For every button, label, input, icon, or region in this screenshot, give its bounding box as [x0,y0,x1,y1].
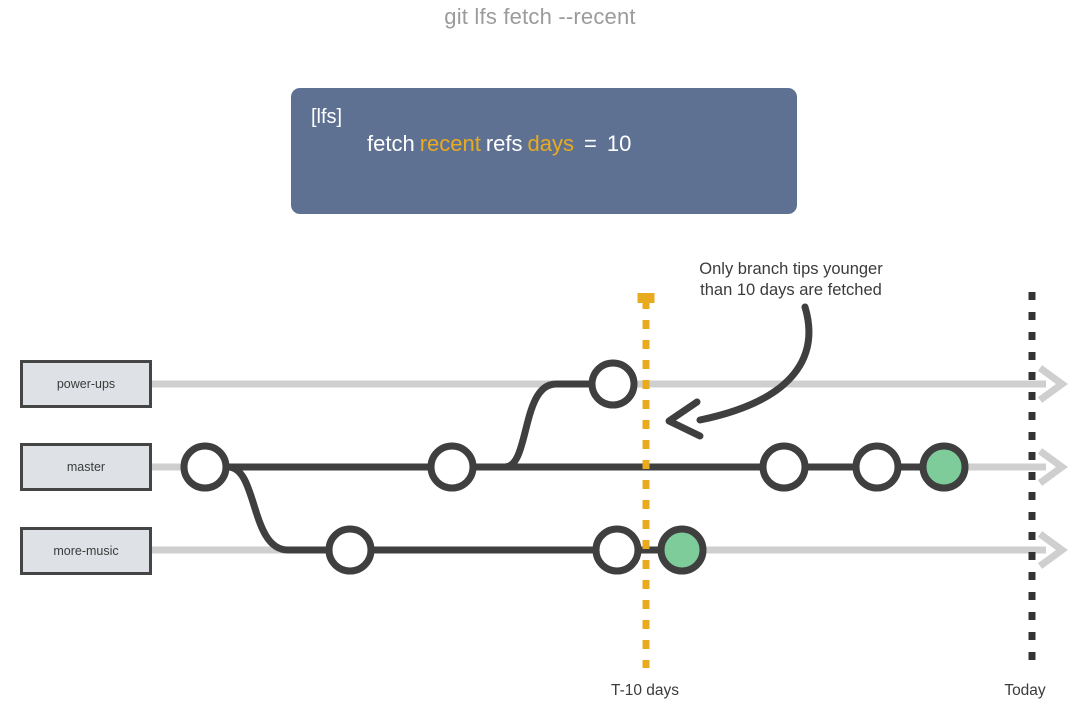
config-value-token: 10 [606,131,632,156]
timeline-arrowheads [1037,365,1068,569]
page-title: git lfs fetch --recent [444,4,636,29]
config-fetch-token: fetch [367,131,415,156]
branch-label-more-music: more-music [20,527,152,575]
axis-label-today: Today [1004,682,1046,699]
arrowhead-power-ups-icon [1037,365,1068,403]
config-refs-token: refs [485,131,523,156]
commit-node-fetched[interactable] [919,442,969,492]
commit-node-fetched[interactable] [657,525,707,575]
config-recent-token: recent [419,131,481,156]
config-equals-token: = [584,131,597,156]
commit-node[interactable] [588,359,638,409]
commit-node[interactable] [325,525,375,575]
commit-nodes-master [180,442,969,492]
annotation-arrow-curve [696,303,813,424]
branch-label-text: power-ups [56,377,116,391]
branch-label-text: master [66,460,106,474]
branch-label-power-ups: power-ups [20,360,152,408]
arrowhead-more-music-icon [1037,531,1068,569]
more-music-fork-curve [227,463,355,554]
commit-node[interactable] [759,442,809,492]
branch-label-master: master [20,443,152,491]
active-branch-lines [205,380,962,554]
annotation-arrowhead-icon [665,398,704,440]
annotation-line-1: Only branch tips younger [699,260,883,278]
annotation-arrow [665,303,813,440]
annotation-line-2: than 10 days are fetched [700,281,882,299]
annotation-text: Only branch tips younger than 10 days ar… [660,259,922,301]
commit-node[interactable] [427,442,477,492]
commit-nodes-more-music [325,525,707,575]
arrowhead-master-icon [1037,448,1068,486]
config-days-token: days [527,131,575,156]
axis-label-cutoff: T-10 days [610,682,680,699]
branch-label-text: more-music [53,544,119,558]
commit-node[interactable] [852,442,902,492]
commit-node[interactable] [592,525,642,575]
commit-node[interactable] [180,442,230,492]
commit-nodes-power-ups [588,359,638,409]
config-section-header: [lfs] [311,106,343,128]
power-ups-fork-curve [504,380,600,471]
